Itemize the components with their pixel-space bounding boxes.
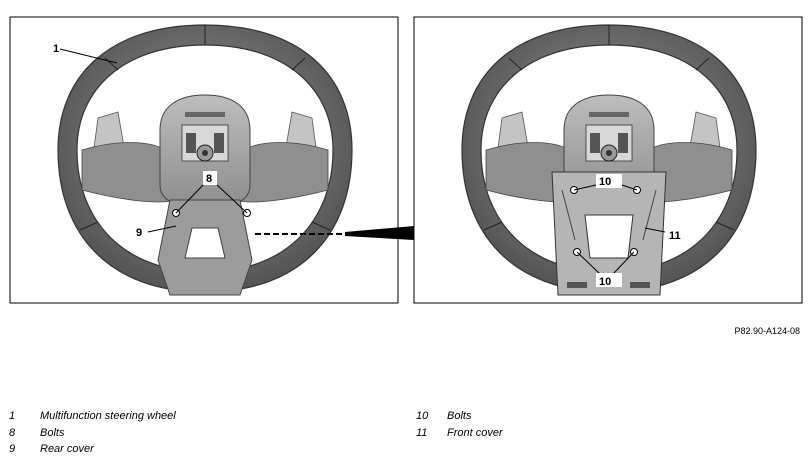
legend-text: Multifunction steering wheel	[40, 410, 176, 422]
callout-1: 1	[53, 43, 59, 55]
callout-9: 9	[136, 227, 142, 239]
callout-10-upper: 10	[599, 176, 611, 188]
figure-reference-code: P82.90-A124-08	[734, 326, 800, 336]
legend-number: 9	[9, 443, 16, 455]
legend-item: 9 Rear cover	[9, 441, 176, 458]
legend-text: Bolts	[40, 426, 65, 439]
legend-number: 1	[9, 410, 16, 422]
right-steering-wheel	[461, 24, 757, 296]
view-connector-wedge	[345, 226, 414, 240]
callout-10-lower: 10	[599, 276, 611, 288]
legend-item: 10 Bolts	[416, 408, 503, 425]
legend-left: 1 Multifunction steering wheel 8 Bolts 9…	[9, 408, 176, 458]
legend-item: 1 Multifunction steering wheel	[9, 408, 176, 425]
legend-number: 11	[416, 426, 428, 439]
legend-text: Bolts	[447, 410, 472, 422]
legend-number: 10	[416, 410, 429, 422]
legend-text: Front cover	[447, 426, 503, 439]
legend-text: Rear cover	[40, 443, 94, 455]
callout-11: 11	[669, 230, 681, 242]
legend-item: 8 Bolts	[9, 425, 176, 442]
left-steering-wheel	[57, 24, 353, 296]
callout-8: 8	[206, 173, 212, 185]
legend-item: 11 Front cover	[416, 425, 503, 442]
legend-number: 8	[9, 426, 16, 439]
legend-right: 10 Bolts 11 Front cover	[416, 408, 503, 441]
